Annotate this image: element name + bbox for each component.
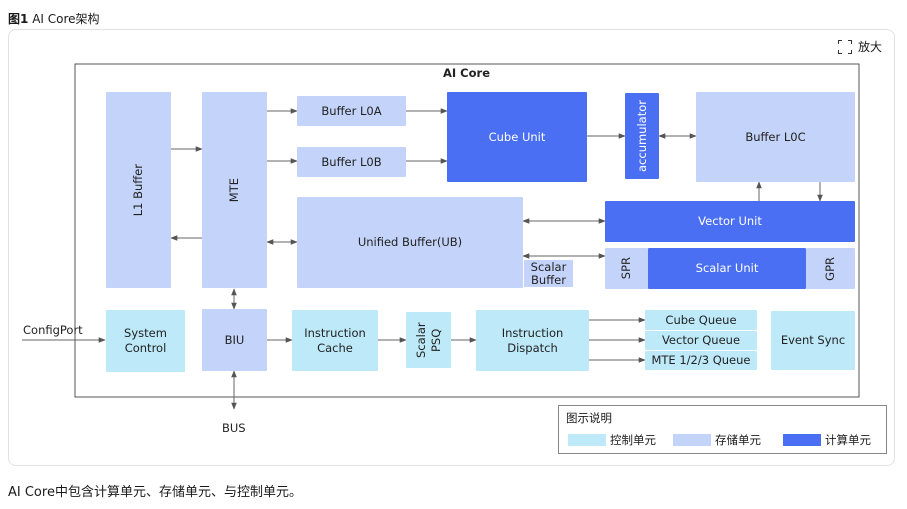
legend-label-control: 控制单元 <box>610 433 656 447</box>
system-control: System Control <box>106 310 185 372</box>
buffer-l0a: Buffer L0A <box>297 96 406 126</box>
cube-unit: Cube Unit <box>447 92 587 182</box>
zoom-button[interactable]: 放大 <box>838 38 882 55</box>
figure-title: AI Core架构 <box>32 12 100 26</box>
instruction-dispatch: Instruction Dispatch <box>476 310 589 371</box>
vector-unit: Vector Unit <box>605 201 855 242</box>
spr-register: SPR <box>605 248 648 289</box>
legend-title: 图示说明 <box>566 411 612 425</box>
ai-core-title: AI Core <box>443 66 490 80</box>
legend-item-storage: 存储单元 <box>673 432 761 448</box>
legend-swatch-storage <box>673 434 711 446</box>
figure-caption: 图1 AI Core架构 <box>8 10 100 27</box>
mte-unit: MTE <box>202 92 267 288</box>
legend-label-storage: 存储单元 <box>715 433 761 447</box>
legend-item-compute: 计算单元 <box>783 432 871 448</box>
vector-queue: Vector Queue <box>645 331 757 350</box>
cube-queue: Cube Queue <box>645 310 757 330</box>
scalar-psq: Scalar PSQ <box>406 312 451 368</box>
legend-label-compute: 计算单元 <box>825 433 871 447</box>
legend-swatch-compute <box>783 434 821 446</box>
mte-queue: MTE 1/2/3 Queue <box>645 351 757 370</box>
biu-unit: BIU <box>202 309 267 371</box>
scalar-buffer: Scalar Buffer <box>523 259 574 288</box>
description-text: AI Core中包含计算单元、存储单元、与控制单元。 <box>8 485 302 500</box>
legend: 图示说明 控制单元 存储单元 计算单元 <box>558 405 887 454</box>
figure-number: 图1 <box>8 12 29 26</box>
legend-swatch-control <box>568 434 606 446</box>
config-port-label: ConfigPort <box>23 323 83 337</box>
instruction-cache: Instruction Cache <box>292 310 378 371</box>
l1-buffer: L1 Buffer <box>106 92 171 288</box>
legend-item-control: 控制单元 <box>568 432 656 448</box>
buffer-l0c: Buffer L0C <box>696 92 855 182</box>
event-sync: Event Sync <box>771 311 855 370</box>
buffer-l0b: Buffer L0B <box>297 147 406 177</box>
gpr-register: GPR <box>806 248 855 289</box>
zoom-label: 放大 <box>858 40 883 54</box>
unified-buffer: Unified Buffer(UB) <box>297 197 523 288</box>
bus-label: BUS <box>222 421 246 435</box>
expand-icon <box>838 39 852 54</box>
scalar-unit: Scalar Unit <box>648 248 806 289</box>
accumulator: accumulator <box>625 93 659 179</box>
